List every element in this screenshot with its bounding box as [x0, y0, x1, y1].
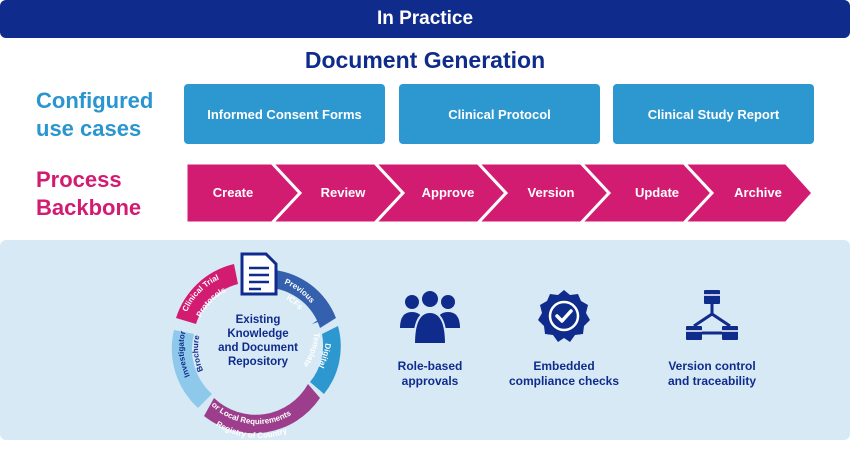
use-case-label: Clinical Protocol — [448, 106, 551, 122]
configured-label-line2: use cases — [36, 116, 142, 141]
feature-embedded-compliance-checks: Embedded compliance checks — [489, 288, 639, 389]
compliance-line2: compliance checks — [508, 374, 620, 388]
process-step-version: Version — [528, 185, 575, 200]
cycle-segment-registry — [204, 384, 320, 434]
cycle-center-text: Existing Knowledge and Document Reposito… — [208, 313, 308, 369]
version-line1: Version control — [668, 359, 756, 373]
use-case-label: Clinical Study Report — [647, 106, 780, 122]
process-step-create: Create — [213, 185, 253, 200]
compliance-line1: Embedded — [533, 359, 595, 373]
knowledge-cycle-diagram: Previous ICFs Digital Templates Registry… — [160, 248, 341, 438]
process-label-line1: Process — [36, 167, 122, 192]
role-based-caption: Role-based approvals — [355, 359, 505, 389]
process-label-line2: Backbone — [36, 195, 142, 220]
cycle-segment-previous-icfs-body — [272, 270, 336, 328]
compliance-caption: Embedded compliance checks — [489, 359, 639, 389]
center-line1: Existing — [235, 314, 281, 326]
section-title: Document Generation — [304, 47, 546, 73]
center-line3: and Document — [218, 342, 298, 354]
process-step-review: Review — [321, 185, 367, 200]
checkmark-badge-icon — [538, 290, 590, 342]
center-line4: Repository — [227, 356, 289, 368]
use-case-informed-consent-forms: Informed Consent Forms — [184, 84, 385, 144]
use-case-label: Informed Consent Forms — [207, 106, 362, 122]
version-line2: and traceability — [667, 374, 757, 388]
header-title: In Practice — [376, 8, 474, 29]
process-backbone-chevrons: Create Review Approve Version Update Arc… — [186, 161, 816, 225]
people-group-icon — [400, 289, 460, 345]
role-line1: Role-based — [397, 359, 463, 373]
network-cubes-icon — [686, 290, 738, 340]
cycle-segment-digital-templates — [310, 326, 341, 394]
feature-version-control: Version control and traceability — [637, 288, 787, 389]
feature-role-based-approvals: Role-based approvals — [355, 288, 505, 389]
use-case-clinical-study-report: Clinical Study Report — [613, 84, 814, 144]
process-step-approve: Approve — [422, 185, 475, 200]
process-step-update: Update — [635, 185, 679, 200]
in-practice-header: In Practice — [0, 0, 850, 38]
cycle-segment-clinical-trial-protocols — [176, 264, 238, 324]
configured-use-cases-label: Configured use cases — [36, 87, 153, 143]
process-backbone-label: Process Backbone — [36, 166, 141, 222]
version-caption: Version control and traceability — [637, 359, 787, 389]
use-case-clinical-protocol: Clinical Protocol — [399, 84, 600, 144]
document-icon — [240, 252, 278, 296]
configured-label-line1: Configured — [36, 88, 154, 113]
role-line2: approvals — [401, 374, 459, 388]
cycle-segment-investigator-brochures — [171, 330, 212, 408]
process-step-archive-shape — [680, 161, 816, 225]
center-line2: Knowledge — [227, 328, 289, 340]
process-step-archive: Archive — [734, 185, 782, 200]
